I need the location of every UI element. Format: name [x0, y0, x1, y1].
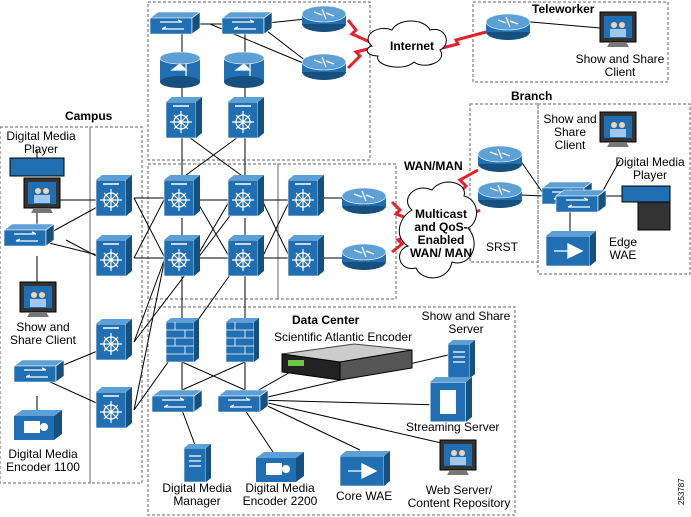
dc-firewall-1 [165, 317, 200, 363]
campus-access-switch-1 [3, 223, 55, 247]
wan-cloud-label: Multicast and QoS- Enabled WAN/ MAN [410, 207, 472, 260]
wan-router-1 [341, 187, 387, 215]
srst-label: SRST [486, 240, 519, 254]
sae-label: Scientific Atlantic Encoder [274, 330, 413, 344]
figure-id: 253787 [677, 478, 686, 505]
sas-client-branch-label: Show and Share Client [543, 112, 597, 152]
teleworker-box [472, 1, 669, 83]
data-center-label: Data Center [292, 313, 360, 327]
branch-switch-2 [555, 189, 607, 213]
teleworker-label: Teleworker [532, 2, 595, 16]
inet-dist-2 [227, 96, 265, 139]
dc-switch-1 [151, 389, 203, 413]
branch-router-1 [477, 145, 523, 173]
streaming-server-icon [429, 377, 472, 423]
clouds [366, 20, 477, 279]
inet-switch-1 [149, 11, 201, 35]
teleworker-pc-icon [599, 11, 637, 48]
internet-label: Internet [390, 39, 435, 53]
core-3 [163, 234, 201, 277]
campus-access-switch-2 [13, 359, 65, 383]
campus-label: Campus [65, 109, 113, 123]
wan-man-label: WAN/MAN [404, 159, 463, 173]
dmp-branch-icon [621, 185, 671, 203]
dmp-branch-label: Digital Media Player [615, 155, 685, 182]
inet-router-2 [301, 53, 347, 81]
sas-client-teleworker-label: Show and Share Client [575, 52, 665, 79]
campus-dist-2 [95, 234, 133, 277]
dmm-icon [183, 443, 212, 483]
web-server-label: Web Server/ Content Repository [407, 483, 511, 510]
dmp-campus-display [23, 177, 61, 214]
dme2200-icon [256, 452, 304, 482]
dmp-campus-icon [9, 157, 65, 177]
wan-router-2 [341, 243, 387, 271]
core-wae-icon [339, 450, 391, 487]
branch-box [537, 103, 691, 275]
inet-router-1 [301, 5, 347, 33]
dme1100-icon [14, 410, 62, 440]
branch-label: Branch [511, 89, 553, 103]
campus-dist-1 [95, 174, 133, 217]
teleworker-router [485, 13, 531, 41]
dc-firewall-2 [225, 317, 260, 363]
wan-dist-2 [287, 234, 325, 277]
dmm-label: Digital Media Manager [162, 481, 232, 508]
wan-dist-1 [287, 174, 325, 217]
campus-dist-box [89, 126, 143, 484]
sas-client-campus-label: Show and Share Client [9, 320, 77, 347]
sas-server-label: Show and Share Server [421, 309, 511, 336]
dmp-branch-display [637, 201, 671, 231]
inet-firewall-2 [223, 51, 265, 89]
inet-firewall-1 [159, 51, 201, 89]
sae-encoder-icon [281, 343, 413, 381]
dme2200-label: Digital Media Encoder 2200 [242, 481, 318, 508]
wan-edge-box [277, 163, 397, 300]
inet-dist-1 [165, 96, 203, 139]
campus-dist-3 [95, 318, 133, 361]
sas-server-icon [447, 339, 476, 379]
core-1 [163, 174, 201, 217]
streaming-server-label: Streaming Server [406, 420, 500, 434]
edge-wae-icon [545, 230, 597, 267]
core-2 [227, 174, 265, 217]
internet-edge-box [147, 1, 371, 161]
campus-dist-4 [95, 386, 133, 429]
branch-pc-icon [599, 111, 637, 148]
core-wae-label: Core WAE [336, 489, 393, 503]
core-4 [227, 234, 265, 277]
internet-cloud [366, 20, 447, 68]
data-center-box [147, 306, 516, 516]
web-server-icon [439, 439, 477, 476]
edge-wae-label: Edge WAE [608, 235, 638, 262]
dme1100-label: Digital Media Encoder 1100 [6, 447, 80, 474]
branch-router-2 [477, 181, 523, 209]
campus-pc-icon [19, 281, 57, 318]
dc-switch-2 [217, 389, 269, 413]
inet-switch-2 [221, 11, 273, 35]
dmp-campus-label: Digital Media Player [6, 129, 76, 156]
wan-cloud [398, 181, 477, 279]
